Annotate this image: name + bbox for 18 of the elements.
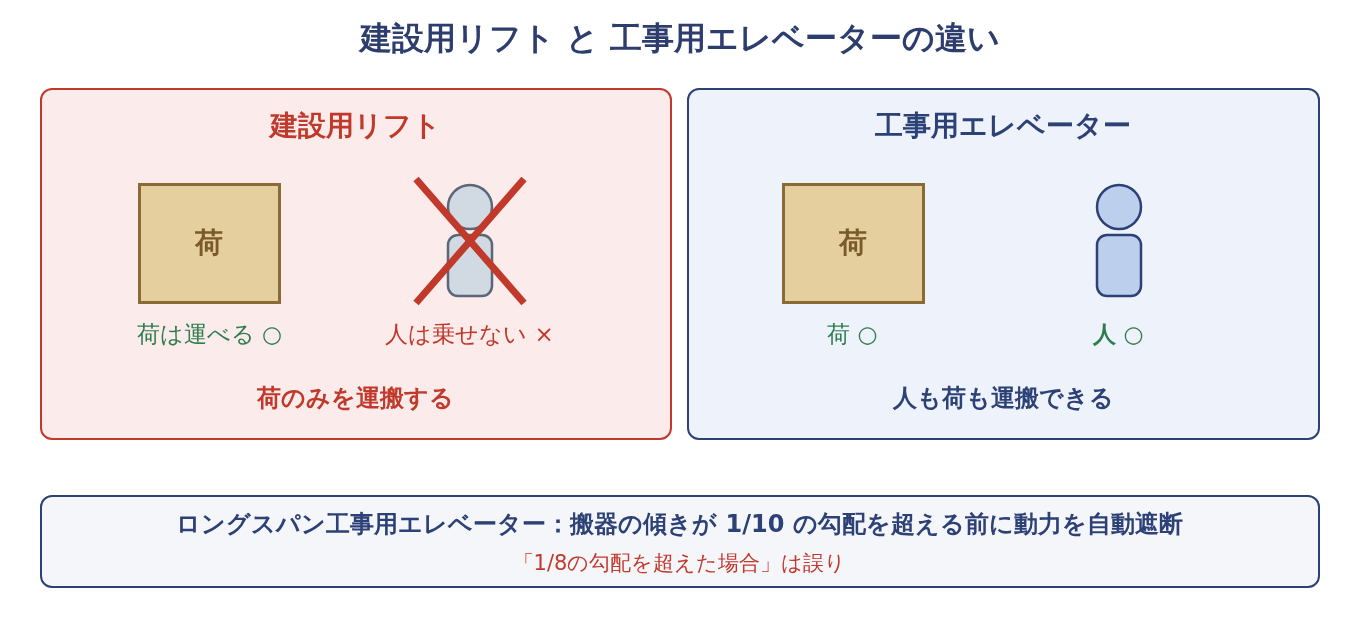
title: 建設用リフト と 工事用エレベーターの違い xyxy=(357,18,1002,58)
cargo-box: 荷 xyxy=(781,182,925,304)
note-text: ロングスパン工事用エレベーター：搬器の傾きが 1/10 の勾配を超える前に動力を自動遮断 xyxy=(176,509,1183,538)
cargo-box: 荷 xyxy=(137,182,281,304)
panel-summary: 人も荷も運搬できる xyxy=(892,383,1114,412)
comparison-panel xyxy=(687,88,1320,440)
note-box xyxy=(40,495,1320,588)
node-label: 荷 ○ xyxy=(827,320,878,347)
node-label: 人は乗せない × xyxy=(385,320,554,347)
panel-heading: 工事用エレベーター xyxy=(875,108,1131,142)
panel-heading: 建設用リフト xyxy=(270,108,441,142)
node-label: 荷は運べる ○ xyxy=(136,320,283,347)
correction-text: 「1/8の勾配を超えた場合」は誤り xyxy=(512,550,847,575)
person-icon xyxy=(445,182,494,298)
person-icon xyxy=(1094,182,1143,298)
node-label: 人 ○ xyxy=(1093,320,1144,347)
comparison-panel xyxy=(40,88,672,440)
panel-summary: 荷のみを運搬する xyxy=(257,383,454,412)
